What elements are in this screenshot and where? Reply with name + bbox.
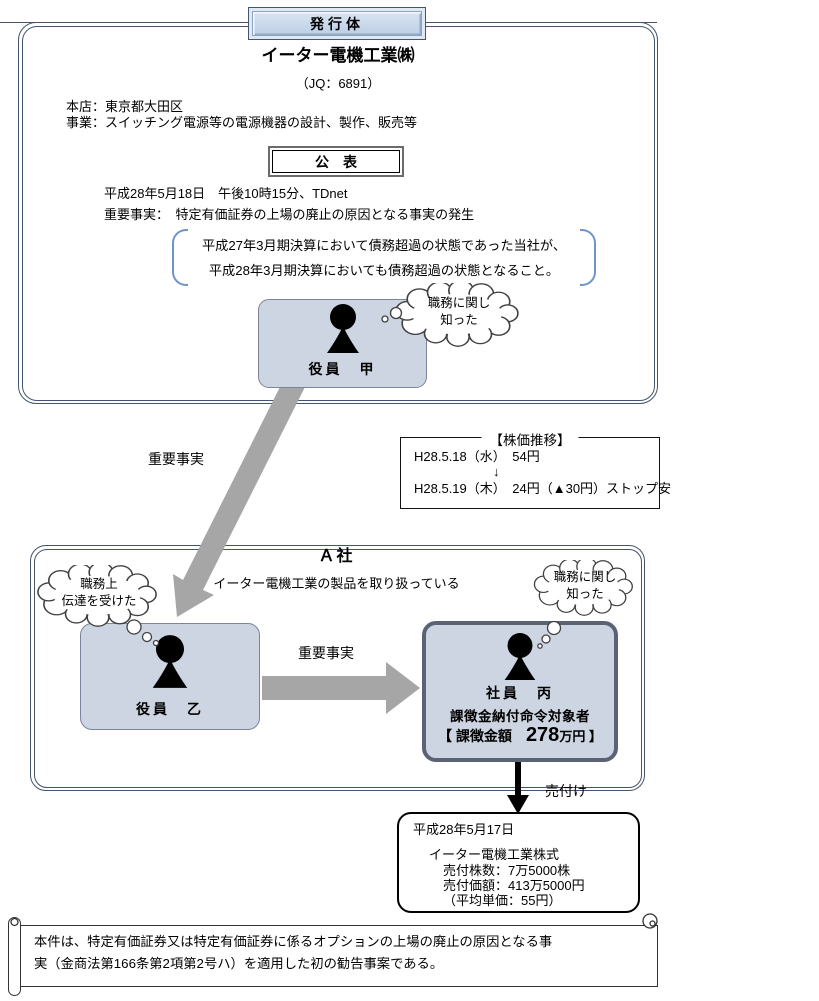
company-name: イーター電機工業㈱ <box>261 46 415 65</box>
stock-price-down-arrow: ↓ <box>493 464 500 479</box>
cloud-kou-line2: 知った <box>440 313 478 327</box>
arrow1-label: 重要事実 <box>148 451 204 467</box>
left-bracket-icon <box>172 229 188 286</box>
cloud-otsu-line1: 職務上 <box>80 577 118 591</box>
sale-stock-name: イーター電機工業株式 <box>429 847 560 862</box>
sale-date: 平成28年5月17日 <box>413 822 515 837</box>
cloud-icon <box>533 560 633 616</box>
company-code: （JQ：6891） <box>295 76 381 91</box>
penalty-prefix: 【 課徴金額 <box>438 728 526 744</box>
penalty-line: 【 課徴金額 278万円 】 <box>426 724 614 747</box>
company-a-box-inner-border <box>33 548 642 788</box>
company-a-title: Ａ社 <box>318 548 355 565</box>
employee-hei-label: 社員 丙 <box>486 685 554 701</box>
officer-otsu-box: 役員 乙 <box>80 623 260 730</box>
fact-detail-line2: 平成28年3月期決算においても債務超過の状態となること。 <box>208 263 560 278</box>
fact-detail-line1: 平成27年3月期決算において債務超過の状態であった当社が、 <box>201 238 567 253</box>
officer-kou-label: 役員 甲 <box>308 361 377 377</box>
person-icon <box>326 304 359 353</box>
cloud-icon <box>395 283 519 347</box>
banner-scroll-roll <box>8 917 21 996</box>
company-hq: 本店：東京都大田区 <box>66 99 184 114</box>
stock-price-title: 【株価推移】 <box>481 429 579 449</box>
company-business: 事業：スイッチング電源等の電源機器の設計、製作、販売等 <box>66 115 418 130</box>
fact-detail-bracket: 平成27年3月期決算において債務超過の状態であった当社が、 平成28年3月期決算… <box>172 229 596 286</box>
sale-box: 平成28年5月17日 イーター電機工業株式 売付株数：7万5000株 売付価額：… <box>397 812 640 913</box>
arrow3-label: 売付け <box>545 783 587 799</box>
announcement-box: 公 表 <box>268 146 404 177</box>
sale-average-price: （平均単価：55円） <box>443 893 562 908</box>
thought-cloud-otsu: 職務上 伝達を受けた <box>35 565 163 627</box>
person-icon <box>504 633 536 680</box>
sale-amount: 売付価額：413万5000円 <box>443 878 585 893</box>
announcement-label: 公 表 <box>272 150 400 173</box>
penalty-suffix: 万円 】 <box>559 729 602 744</box>
cloud-kou-line1: 職務に関し <box>427 296 491 310</box>
arrow2-label: 重要事実 <box>298 645 354 661</box>
fact-heading: 重要事実： 特定有価証券の上場の廃止の原因となる事実の発生 <box>104 207 475 222</box>
issuer-tab: 発行体 <box>248 7 426 40</box>
employee-hei-box: 社員 丙 課徴金納付命令対象者 【 課徴金額 278万円 】 <box>422 621 618 762</box>
officer-otsu-label: 役員 乙 <box>136 701 204 717</box>
footer-line1: 本件は、特定有価証券又は特定有価証券に係るオプションの上場の廃止の原因となる事 <box>34 934 553 949</box>
cloud-hei-line1: 職務に関し <box>553 570 617 584</box>
cloud-otsu-line2: 伝達を受けた <box>61 594 137 608</box>
stock-price-row2: H28.5.19（木） 24円（▲30円）ストップ安 <box>414 481 672 496</box>
issuer-tab-label: 発行体 <box>252 11 422 36</box>
thought-cloud-kou: 職務に関し 知った <box>393 283 525 347</box>
employee-hei-role: 課徴金納付命令対象者 <box>450 709 590 724</box>
announcement-datetime: 平成28年5月18日 午後10時15分、TDnet <box>104 186 348 201</box>
penalty-amount: 278 <box>525 724 560 746</box>
sale-quantity: 売付株数：7万5000株 <box>443 863 571 878</box>
right-bracket-icon <box>580 229 596 286</box>
stock-price-row1: H28.5.18（水） 54円 <box>414 449 540 464</box>
thought-cloud-hei: 職務に関し 知った <box>532 560 638 616</box>
cloud-icon <box>37 565 157 627</box>
footer-line2: 実（金商法第166条第2項第2号ハ）を適用した初の勧告事案である。 <box>34 956 444 971</box>
stock-price-box: 【株価推移】 H28.5.18（水） 54円 ↓ H28.5.19（木） 24円… <box>400 429 671 509</box>
company-a-box <box>30 545 645 791</box>
person-icon <box>152 635 188 688</box>
cloud-hei-line2: 知った <box>566 587 604 601</box>
footer-banner <box>20 925 658 987</box>
